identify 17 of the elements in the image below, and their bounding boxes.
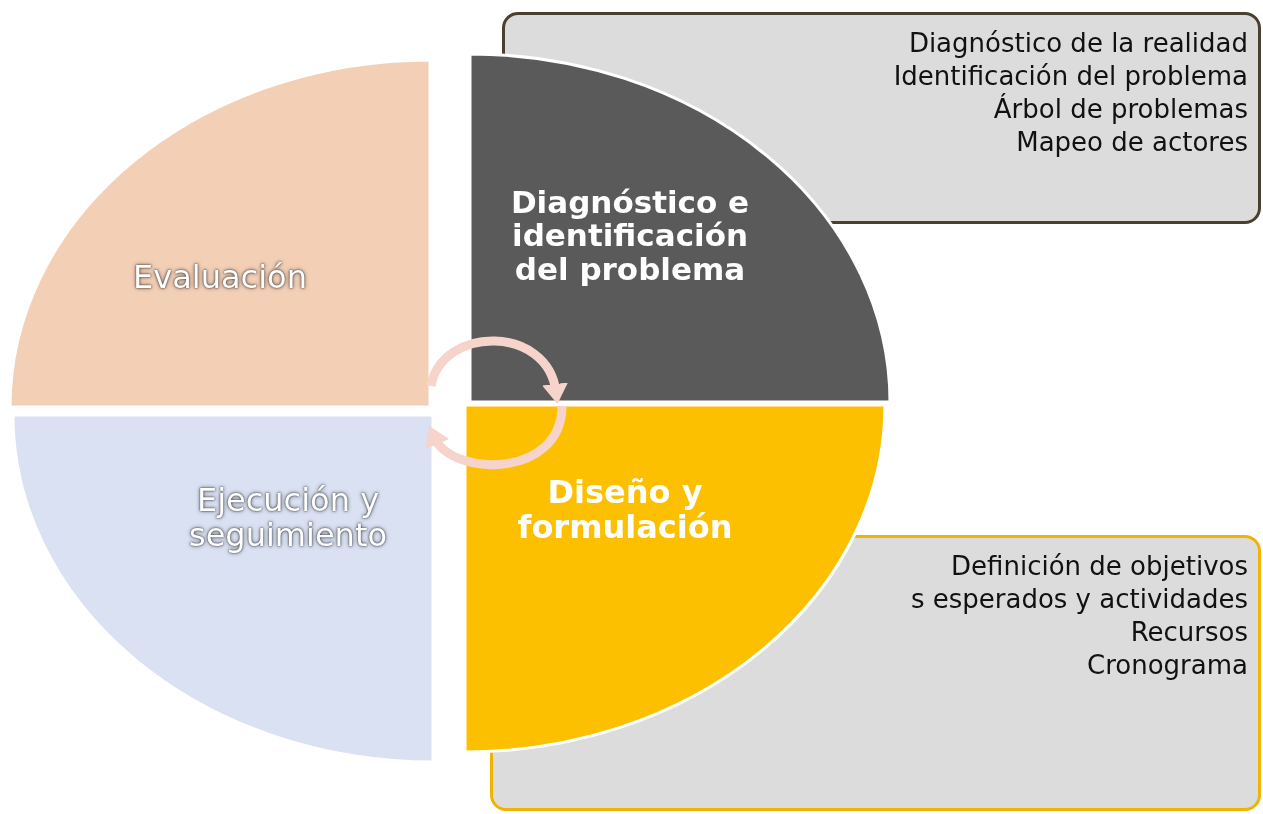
activity-text: Árbol de problemas — [992, 93, 1248, 126]
quadrant-segment — [470, 54, 890, 402]
stage-title: Evaluación — [132, 260, 308, 295]
activity-text: Diagnóstico de la realidad — [907, 27, 1248, 60]
stage-title: Ejecución y seguimiento — [188, 483, 388, 553]
activity-text: Mapeo de actores — [1015, 126, 1248, 159]
cycle-arrow — [427, 405, 567, 470]
quadrant-segment — [465, 405, 885, 752]
activity-text: s esperados y actividades — [910, 583, 1248, 616]
quadrant-segment — [10, 60, 430, 407]
activity-text: Recursos — [1129, 616, 1248, 649]
activity-text: Identificación del problema — [893, 60, 1248, 93]
activity-text: Cronograma — [1086, 649, 1248, 682]
quadrant-segment — [13, 415, 433, 762]
stage-title: Diseño y formulación — [516, 475, 734, 545]
activity-text: Definición de objetivos — [950, 550, 1248, 583]
stage-title: Diagnóstico e identificación del problema — [509, 186, 751, 287]
